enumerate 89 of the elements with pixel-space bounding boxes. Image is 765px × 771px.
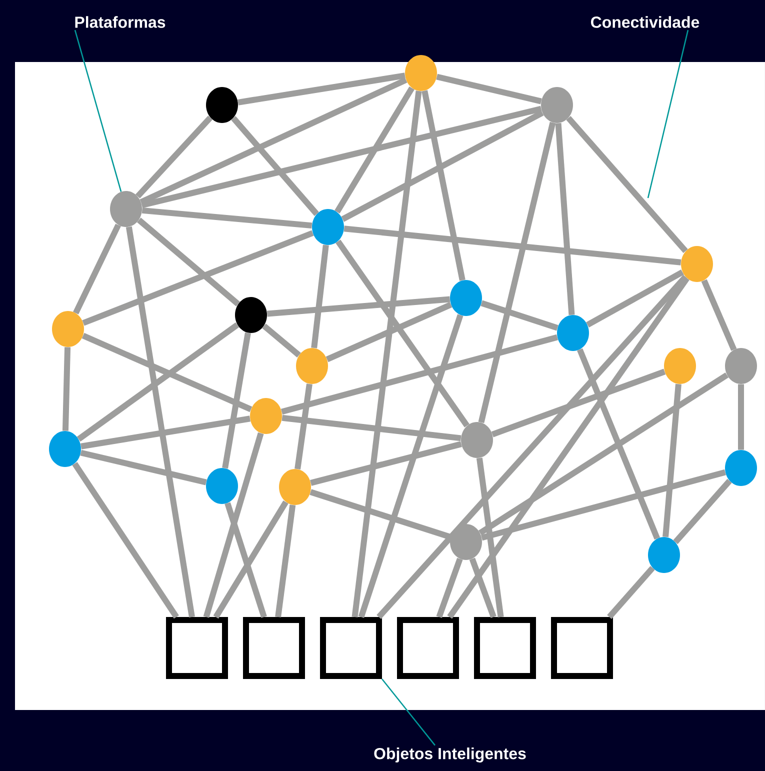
connection-line [311, 244, 329, 348]
connection-line [358, 314, 464, 618]
connection-line [341, 110, 544, 222]
connection-line [673, 478, 732, 544]
connection-line [447, 276, 690, 619]
network-node [557, 315, 589, 351]
connection-line [76, 322, 240, 442]
network-node [110, 191, 142, 227]
callout-label: Objetos Inteligentes [374, 748, 526, 762]
network-node [250, 398, 282, 434]
connection-line [662, 384, 682, 538]
network-node [235, 297, 267, 333]
connection-line [480, 469, 726, 541]
connection-line [326, 302, 452, 362]
leader-line [74, 30, 122, 192]
connection-line [231, 116, 319, 216]
connection-line [73, 224, 121, 314]
connection-line [142, 207, 312, 229]
connection-line [224, 502, 267, 618]
device-square [320, 617, 382, 679]
leader-line [382, 678, 436, 746]
device-square [166, 617, 228, 679]
network-node [664, 348, 696, 384]
connection-line [478, 122, 556, 424]
connection-line [82, 230, 314, 326]
connection-line [80, 450, 207, 486]
device-square [397, 617, 459, 679]
connection-line [555, 122, 575, 316]
network-node [279, 469, 311, 505]
network-node [450, 524, 482, 560]
network-node [681, 246, 713, 282]
device-square [551, 617, 613, 679]
device-square [243, 617, 305, 679]
network-node [49, 431, 81, 467]
connection-line [238, 72, 406, 106]
leader-line [647, 30, 689, 198]
connection-line [577, 348, 660, 540]
network-node [52, 311, 84, 347]
network-node [405, 55, 437, 91]
connection-line [376, 274, 688, 620]
connection-line [80, 416, 250, 450]
network-node [648, 537, 680, 573]
connection-line [294, 384, 312, 470]
connection-line [422, 90, 466, 281]
network-node [206, 87, 238, 123]
connection-line [352, 90, 422, 618]
callout-label: Plataformas [75, 16, 166, 28]
connection-line [262, 324, 301, 358]
connection-line [607, 566, 655, 619]
connection-line [135, 116, 213, 198]
connection-line [140, 77, 408, 205]
connection-line [222, 332, 251, 469]
network-node [312, 209, 344, 245]
connection-line [266, 296, 450, 317]
device-square [474, 617, 536, 679]
connection-line [275, 504, 296, 618]
connection-line [469, 558, 496, 618]
connection-line [436, 558, 463, 618]
connection-line [82, 332, 252, 412]
connection-line [738, 384, 744, 450]
network-node [296, 348, 328, 384]
connection-line [701, 279, 737, 351]
connection-line [310, 441, 462, 486]
connection-line [280, 334, 558, 415]
network-node [725, 450, 757, 486]
connection-line [334, 86, 414, 214]
connection-line [476, 458, 504, 618]
connection-line [566, 116, 688, 254]
connection-line [586, 269, 684, 328]
connection-line [336, 240, 470, 428]
connection-line [126, 226, 195, 618]
connection-line [478, 372, 729, 536]
connection-line [344, 226, 682, 266]
callout-label: Conectividade [590, 16, 700, 28]
network-node [541, 87, 573, 123]
connection-line [491, 368, 666, 438]
connection-line [213, 500, 288, 619]
network-node [725, 348, 757, 384]
connection-line [141, 106, 542, 208]
network-node [461, 422, 493, 458]
connection-line [436, 74, 542, 104]
network-node [450, 280, 482, 316]
network-node [206, 468, 238, 504]
connection-line [282, 414, 462, 442]
connection-line [137, 218, 240, 306]
connection-line [310, 489, 452, 540]
connection-line [72, 462, 179, 619]
connection-line [203, 432, 264, 618]
connection-line [62, 347, 71, 431]
